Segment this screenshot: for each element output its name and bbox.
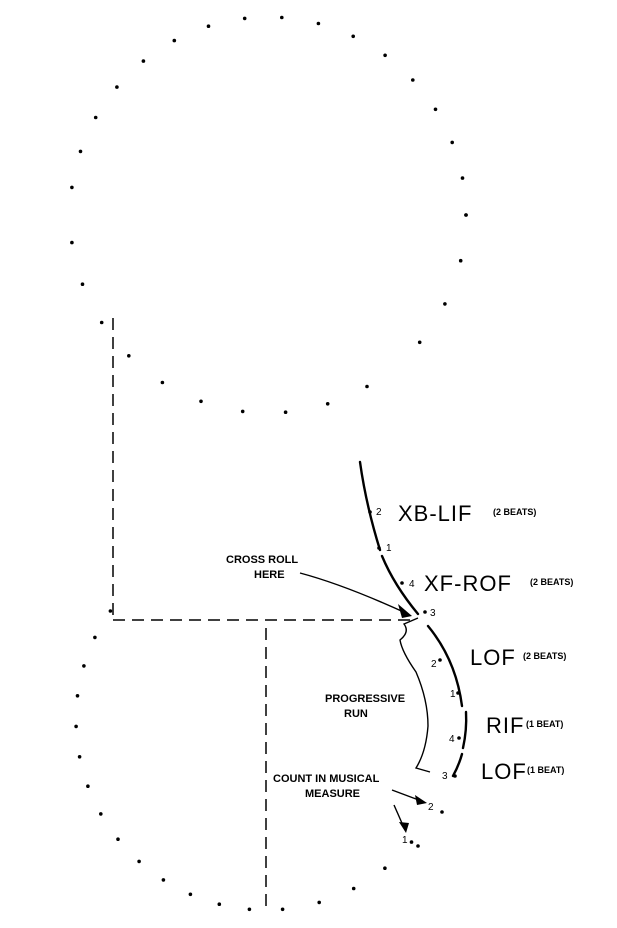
- outline-dot: [82, 664, 86, 668]
- count-marker-lof-3: 3: [442, 771, 448, 782]
- count-arrowhead-1: [399, 822, 409, 833]
- outline-dot: [75, 694, 80, 698]
- outline-dot: [108, 609, 113, 613]
- count-marker-xb-2: 2: [376, 507, 382, 518]
- outline-dot: [317, 900, 322, 905]
- outline-dot: [77, 755, 82, 759]
- outline-dot: [411, 78, 415, 82]
- outline-dot: [409, 840, 414, 844]
- count-marker-end-1: 1: [402, 835, 408, 846]
- outline-dot: [242, 16, 247, 21]
- outline-dot: [127, 354, 131, 358]
- cross-roll-note-line2: HERE: [254, 569, 285, 581]
- outline-dot: [325, 402, 330, 406]
- count-marker-xf-3: 3: [430, 608, 436, 619]
- count-dots: [368, 510, 461, 848]
- outline-dot: [74, 724, 78, 729]
- outline-dot: [351, 886, 356, 891]
- outline-dot: [458, 258, 463, 263]
- count-note-line2: MEASURE: [305, 788, 360, 800]
- outline-dot: [116, 837, 120, 841]
- outline-dot: [417, 340, 422, 345]
- outline-dot: [78, 149, 83, 154]
- step-beats-xf-rof: (2 BEATS): [530, 577, 573, 587]
- outline-dot: [160, 380, 165, 385]
- outline-dot: [240, 409, 245, 414]
- outline-dot: [188, 892, 193, 897]
- outline-dot: [280, 15, 284, 20]
- progressive-run-note-line1: PROGRESSIVE: [325, 693, 405, 705]
- outline-dot: [70, 240, 74, 245]
- step-beats-lof-2: (1 BEAT): [527, 765, 564, 775]
- cross-roll-arrowhead: [398, 604, 412, 618]
- outline-dot: [247, 907, 252, 912]
- outline-dot: [280, 907, 285, 912]
- top-circle-outline: [70, 15, 468, 415]
- step-label-xf-rof: XF-ROF: [424, 571, 512, 596]
- lof-trace-1: [426, 624, 464, 708]
- cross-roll-arrow: [299, 572, 409, 615]
- outline-dot: [460, 176, 465, 180]
- outline-dot: [450, 140, 455, 145]
- outline-dot: [70, 185, 74, 190]
- outline-dot: [217, 902, 222, 906]
- outline-dot: [383, 53, 387, 58]
- outline-dot: [86, 784, 90, 788]
- count-marker-lof-2: 2: [431, 659, 437, 670]
- outline-dot: [137, 859, 141, 864]
- count-note-line1: COUNT IN MUSICAL: [273, 773, 380, 785]
- outline-dot: [464, 213, 468, 217]
- outline-dot: [433, 107, 438, 112]
- step-label-rif: RIF: [486, 713, 524, 738]
- outline-dot: [172, 38, 177, 43]
- outline-dot: [383, 866, 387, 870]
- outline-dot: [115, 85, 119, 89]
- progressive-run-trace: [399, 617, 431, 773]
- outline-dot: [365, 384, 369, 389]
- cross-roll-note-line1: CROSS ROLL: [226, 554, 298, 566]
- step-beats-rif: (1 BEAT): [526, 719, 563, 729]
- bottom-circle-outline: [74, 609, 414, 912]
- lof-trace-2: [451, 752, 464, 778]
- outline-dot: [93, 115, 98, 120]
- outline-dot: [316, 21, 321, 26]
- outline-dot: [443, 302, 447, 306]
- xb-lif-trace: [358, 460, 382, 552]
- count-marker-end-2: 2: [428, 802, 434, 813]
- outline-dot: [99, 320, 104, 325]
- count-arrowhead-2: [415, 795, 427, 805]
- step-beats-xb-lif: (2 BEATS): [493, 507, 536, 517]
- count-marker-xf-4: 4: [409, 579, 415, 590]
- count-marker-lof-1: 1: [450, 689, 456, 700]
- outline-dot: [199, 399, 203, 404]
- outline-dot: [161, 878, 166, 882]
- outline-dot: [206, 24, 211, 29]
- outline-dot: [283, 410, 288, 415]
- outline-dot: [99, 812, 103, 816]
- step-label-xb-lif: XB-LIF: [398, 501, 472, 526]
- step-label-lof-2: LOF: [481, 759, 527, 784]
- outline-dot: [93, 635, 97, 640]
- xf-rof-trace: [380, 554, 420, 616]
- count-marker-rif-4: 4: [449, 734, 455, 745]
- step-beats-lof-1: (2 BEATS): [523, 651, 566, 661]
- step-label-lof-1: LOF: [470, 645, 516, 670]
- outline-dot: [351, 34, 356, 39]
- count-marker-xb-1: 1: [386, 543, 392, 554]
- rif-trace: [461, 710, 468, 750]
- outline-dot: [141, 59, 146, 63]
- progressive-run-note-line2: RUN: [344, 708, 368, 720]
- outline-dot: [80, 282, 85, 287]
